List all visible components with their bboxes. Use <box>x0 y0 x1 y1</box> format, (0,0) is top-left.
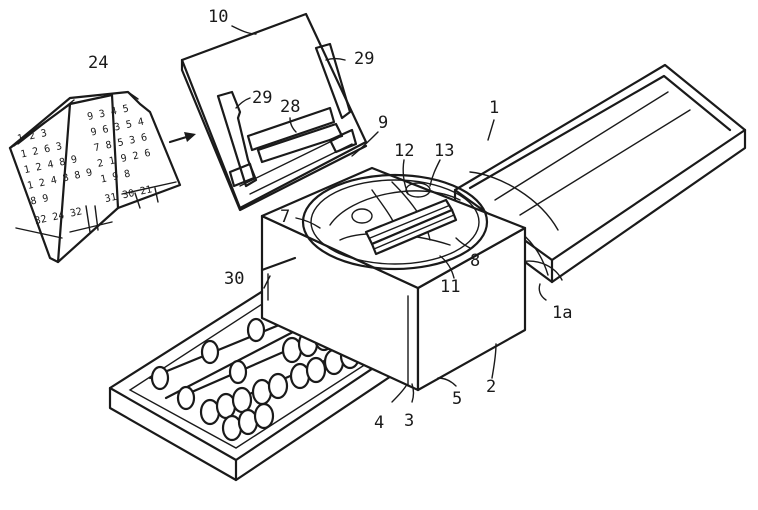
numeral-1a: 1a <box>552 303 572 323</box>
insert-arrow <box>168 132 196 144</box>
numeral-29-upper: 29 <box>354 49 374 69</box>
numeral-29-lower: 29 <box>252 88 272 108</box>
booklet-left-row-5: 8 9 <box>30 193 50 208</box>
numeral-30: 30 <box>224 269 244 289</box>
right-tray <box>453 63 747 284</box>
dial-mechanism <box>301 173 489 271</box>
numeral-9: 9 <box>378 113 388 133</box>
booklet: 1 2 3 1 2 6 3 1 2 4 8 9 1 2 4 8 8 9 8 9 … <box>8 90 182 264</box>
numeral-24: 24 <box>88 53 108 73</box>
numeral-3: 3 <box>404 411 414 431</box>
leader-lines <box>231 25 547 403</box>
numeral-12: 12 <box>394 141 414 161</box>
numeral-10: 10 <box>208 7 228 27</box>
lid <box>180 12 368 212</box>
numeral-11: 11 <box>440 277 460 297</box>
numeral-8: 8 <box>470 251 480 271</box>
numeral-28: 28 <box>280 97 300 117</box>
numeral-4: 4 <box>374 413 384 433</box>
numeral-7: 7 <box>280 207 290 227</box>
numeral-1: 1 <box>489 98 499 118</box>
numeral-13: 13 <box>434 141 454 161</box>
numeral-2: 2 <box>486 377 496 397</box>
numeral-5: 5 <box>452 389 462 409</box>
